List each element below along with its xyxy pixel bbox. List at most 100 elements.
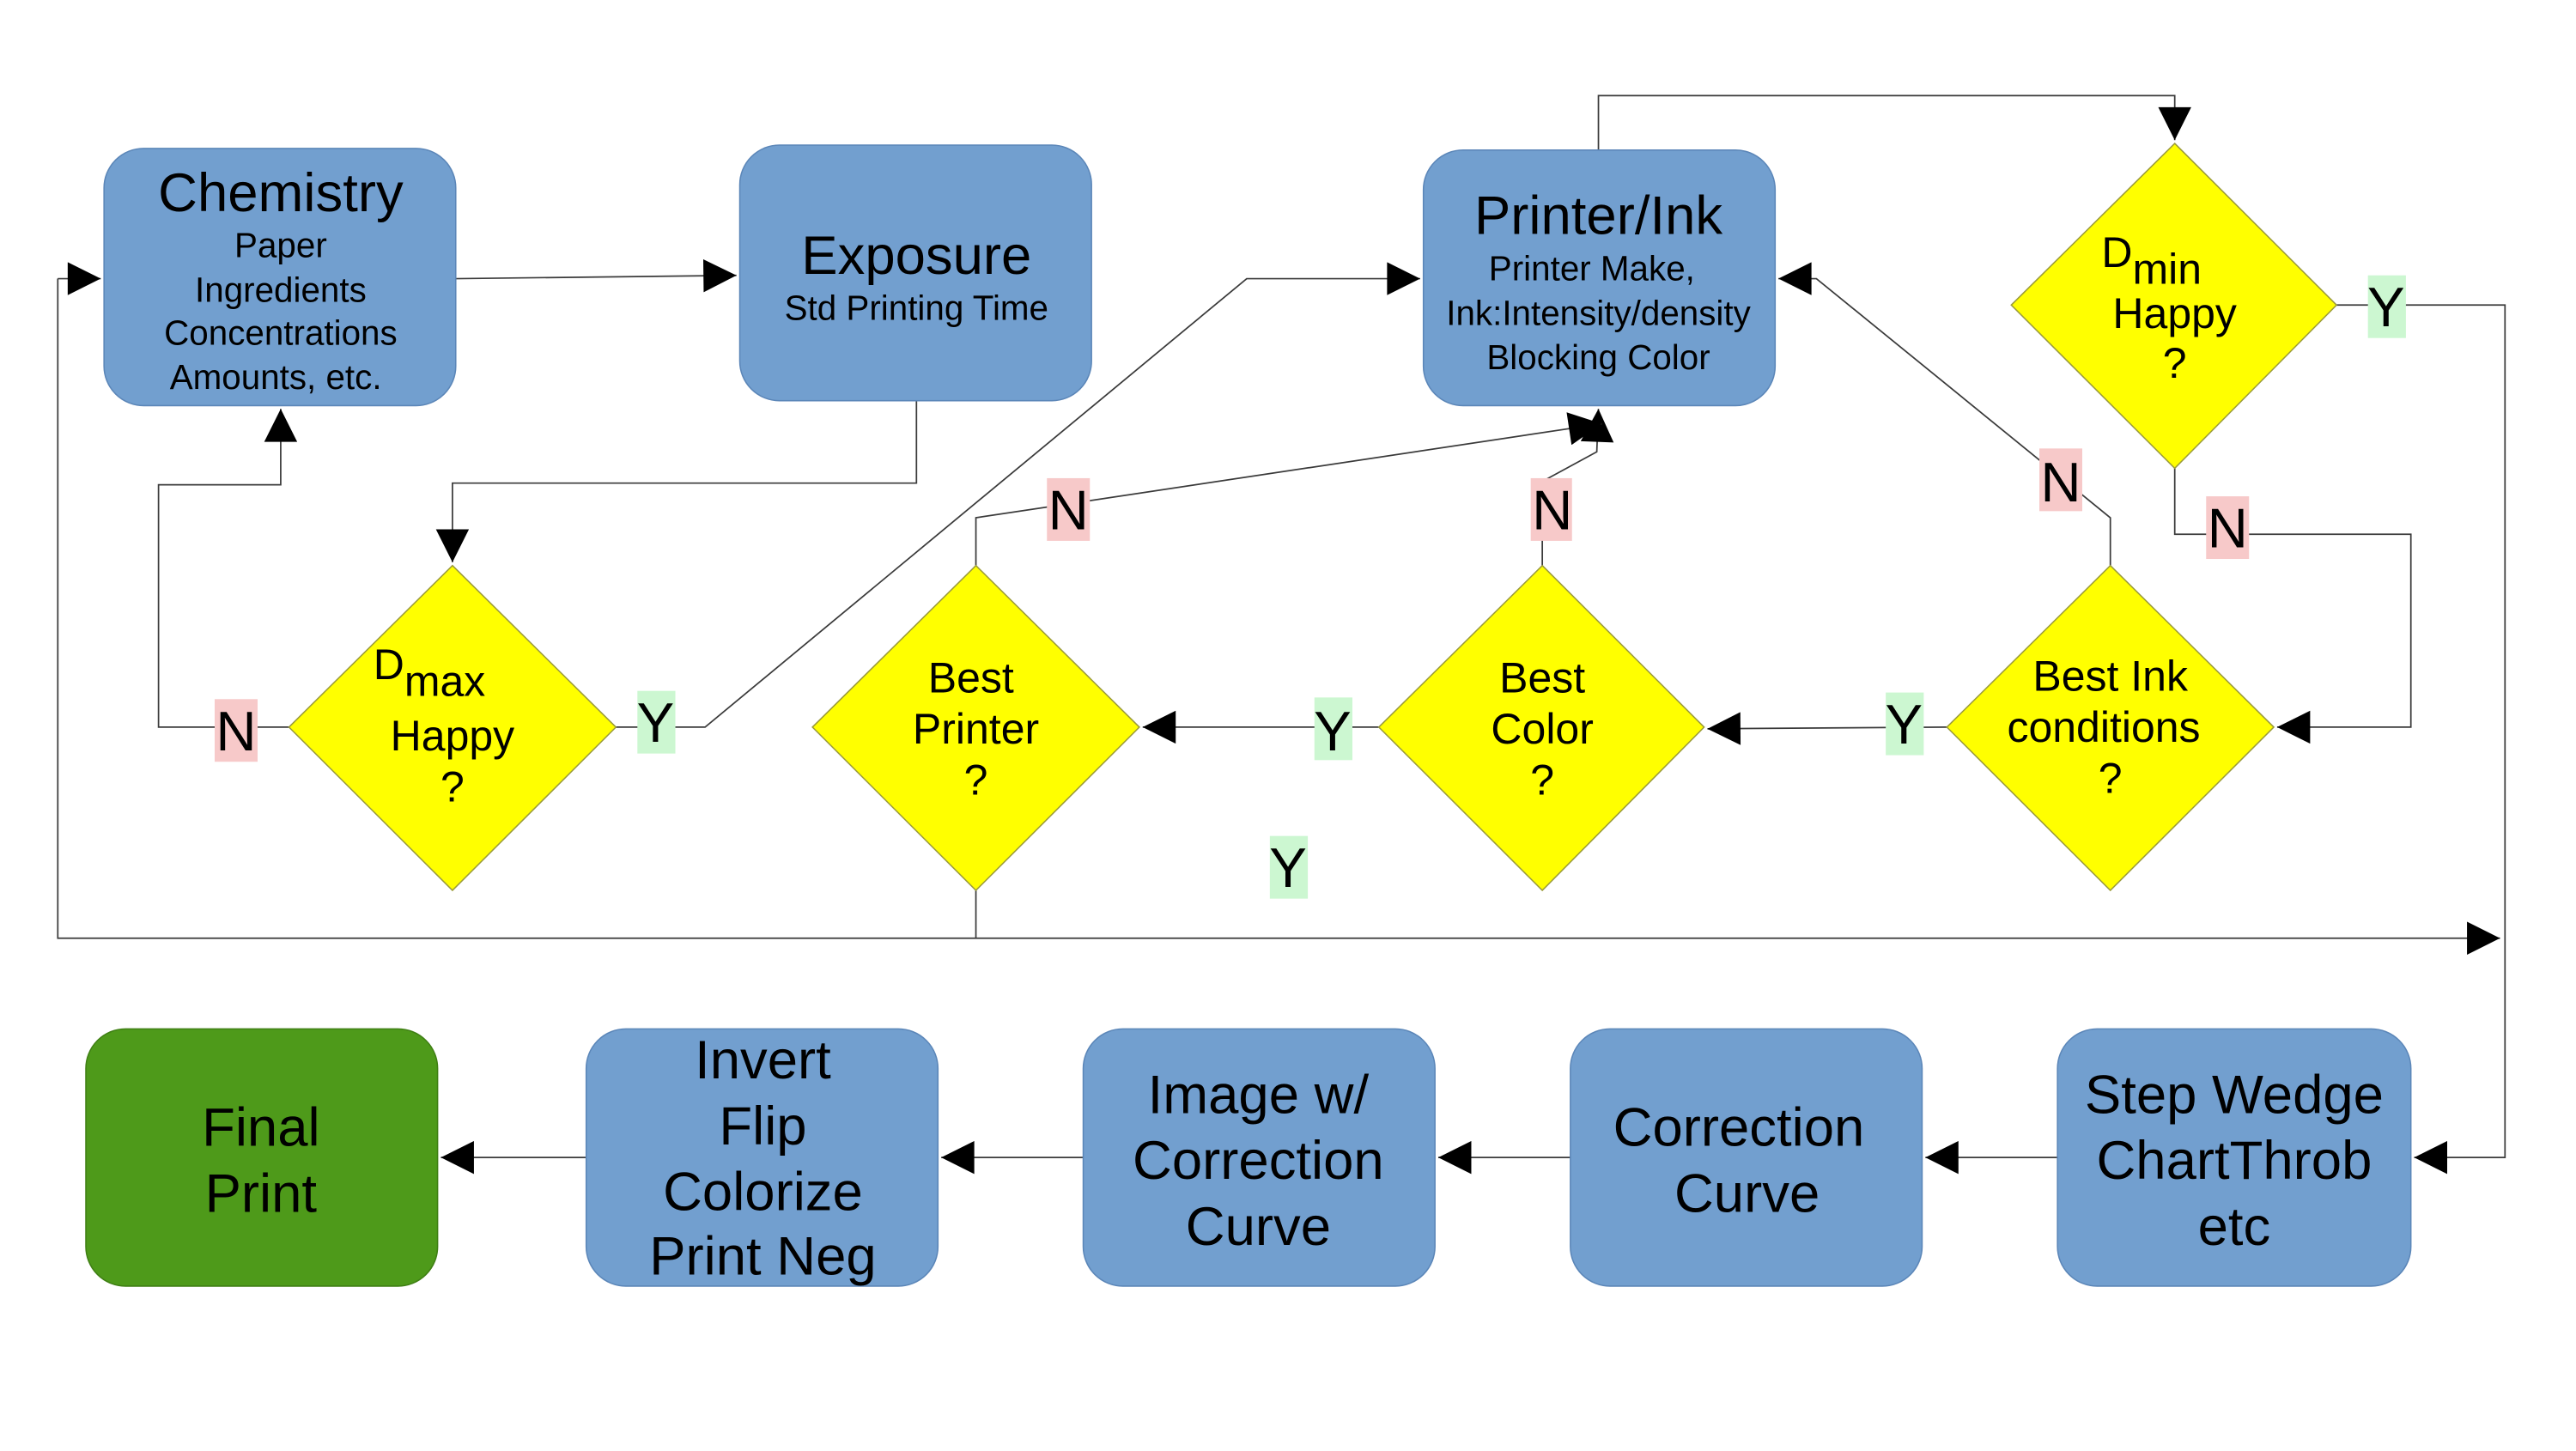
decision-best-color: Best Color ? bbox=[1377, 564, 1705, 892]
node-line: etc bbox=[2198, 1197, 2271, 1257]
decision-line: Color bbox=[1491, 705, 1593, 753]
yes-label: Y bbox=[1886, 693, 1923, 756]
node-line: Blocking Color bbox=[1486, 337, 1710, 377]
node-title: Exposure bbox=[801, 226, 1031, 286]
node-line: Amounts, etc. bbox=[170, 357, 382, 397]
process-box bbox=[2057, 1028, 2412, 1287]
node-line: Image w/ bbox=[1148, 1065, 1370, 1125]
process-box bbox=[585, 1028, 939, 1287]
label-dmax-no: N bbox=[215, 699, 258, 762]
node-line: Printer Make, bbox=[1489, 249, 1695, 288]
decision-line: ? bbox=[964, 756, 988, 804]
node-line: Correction bbox=[1613, 1098, 1865, 1158]
no-label: N bbox=[216, 700, 256, 762]
node-line: Flip bbox=[719, 1096, 806, 1157]
label-bestprinter-yes: Y bbox=[1269, 835, 1309, 899]
node-printer-ink: Printer/Ink Printer Make, Ink:Intensity/… bbox=[1422, 149, 1777, 407]
decision-dmax: Dmax Happy ? bbox=[288, 564, 617, 892]
node-line: Curve bbox=[1186, 1197, 1331, 1257]
yes-label: Y bbox=[2367, 276, 2405, 338]
decision-diamond bbox=[2010, 142, 2338, 470]
node-exposure: Exposure Std Printing Time bbox=[738, 144, 1092, 402]
yes-label-bg bbox=[2367, 275, 2406, 338]
label-bestink-no: N bbox=[2039, 448, 2082, 513]
node-title: Printer/Ink bbox=[1474, 186, 1722, 246]
no-label: N bbox=[2040, 451, 2081, 513]
yes-label-bg bbox=[637, 690, 676, 754]
decision-diamond bbox=[1377, 564, 1705, 892]
process-box bbox=[1082, 1028, 1436, 1287]
yes-label: Y bbox=[637, 691, 675, 754]
decision-line: Best bbox=[1499, 654, 1585, 702]
yes-label-bg bbox=[1886, 692, 1924, 756]
label-bestcolor-no: N bbox=[1530, 477, 1572, 542]
connector-chemistry-exposure bbox=[455, 258, 737, 293]
decision-best-ink: Best Ink conditions ? bbox=[1946, 564, 2275, 892]
decision-dmin: Dmin Happy ? bbox=[2010, 142, 2338, 470]
process-box bbox=[1422, 149, 1777, 407]
no-label-bg bbox=[1047, 477, 1091, 541]
decision-diamond bbox=[288, 564, 617, 892]
no-label-bg bbox=[1530, 477, 1572, 541]
node-line: Print Neg bbox=[649, 1227, 876, 1287]
branch-labels: Y N N N N N Y bbox=[215, 275, 2406, 899]
node-line: Curve bbox=[1674, 1164, 1820, 1224]
node-invert: Invert Flip Colorize Print Neg bbox=[585, 1028, 939, 1287]
node-image-curve: Image w/ Correction Curve bbox=[1082, 1028, 1436, 1287]
node-chemistry: Chemistry Paper Ingredients Concentratio… bbox=[103, 148, 457, 407]
no-label: N bbox=[1048, 479, 1089, 542]
node-correction-curve: Correction Curve bbox=[1570, 1028, 1923, 1287]
node-line: Print bbox=[205, 1164, 318, 1224]
final-box bbox=[85, 1028, 439, 1287]
node-line: Ingredients bbox=[195, 270, 367, 309]
decision-line: ? bbox=[2099, 755, 2123, 803]
connector-printer-dmin bbox=[1597, 94, 2191, 150]
decision-diamond bbox=[1946, 564, 2275, 892]
decision-diamond bbox=[811, 564, 1141, 892]
connector-main-loop bbox=[57, 278, 2500, 955]
decision-title: Dmin bbox=[2101, 228, 2202, 293]
decision-title: Dmax bbox=[374, 641, 486, 705]
label-dmin-yes: Y bbox=[2367, 275, 2406, 338]
no-label: N bbox=[1532, 479, 1572, 542]
node-step-wedge: Step Wedge ChartThrob etc bbox=[2057, 1028, 2412, 1287]
process-box bbox=[738, 144, 1092, 402]
decision-line: Printer bbox=[913, 705, 1039, 753]
label-dmax-yes: Y bbox=[637, 690, 676, 754]
process-box bbox=[1570, 1028, 1923, 1287]
decision-best-printer: Best Printer ? bbox=[811, 564, 1141, 892]
yes-label: Y bbox=[1269, 836, 1307, 899]
yes-label-bg bbox=[1314, 697, 1352, 761]
label-bestprinter-no: N bbox=[1047, 477, 1091, 542]
connector-dmin-no-bestink bbox=[2173, 468, 2412, 744]
connector-dmin-yes-stepwedge bbox=[2336, 304, 2506, 1175]
no-label-bg bbox=[215, 699, 258, 762]
no-label-bg bbox=[2039, 448, 2082, 512]
connector-bestink-no-printer bbox=[1778, 262, 2111, 566]
label-bestcolor-yes: Y bbox=[1314, 697, 1352, 762]
decision-line: ? bbox=[1530, 756, 1554, 804]
connector-dmax-no-chemistry bbox=[157, 409, 298, 728]
decision-line: ? bbox=[440, 762, 465, 810]
node-line: ChartThrob bbox=[2096, 1131, 2372, 1191]
yes-label: Y bbox=[1314, 700, 1352, 762]
node-line: Concentrations bbox=[164, 313, 398, 352]
node-line: Std Printing Time bbox=[785, 288, 1048, 328]
node-line: Colorize bbox=[663, 1163, 863, 1223]
decision-line: Happy bbox=[391, 712, 515, 760]
decision-line: Happy bbox=[2112, 289, 2237, 337]
decision-line: ? bbox=[2163, 339, 2187, 387]
node-line: Paper bbox=[234, 226, 327, 265]
decision-line: Best Ink bbox=[2032, 653, 2189, 701]
decision-line: Best bbox=[928, 654, 1014, 702]
node-title: Chemistry bbox=[158, 163, 404, 223]
no-label-bg bbox=[2206, 496, 2250, 560]
connector-exposure-dmax bbox=[435, 400, 918, 562]
node-line: Invert bbox=[695, 1030, 831, 1090]
node-line: Step Wedge bbox=[2085, 1065, 2384, 1125]
node-line: Final bbox=[202, 1098, 320, 1158]
no-label: N bbox=[2208, 497, 2248, 560]
process-box bbox=[103, 148, 457, 407]
decision-line: conditions bbox=[2007, 703, 2200, 751]
